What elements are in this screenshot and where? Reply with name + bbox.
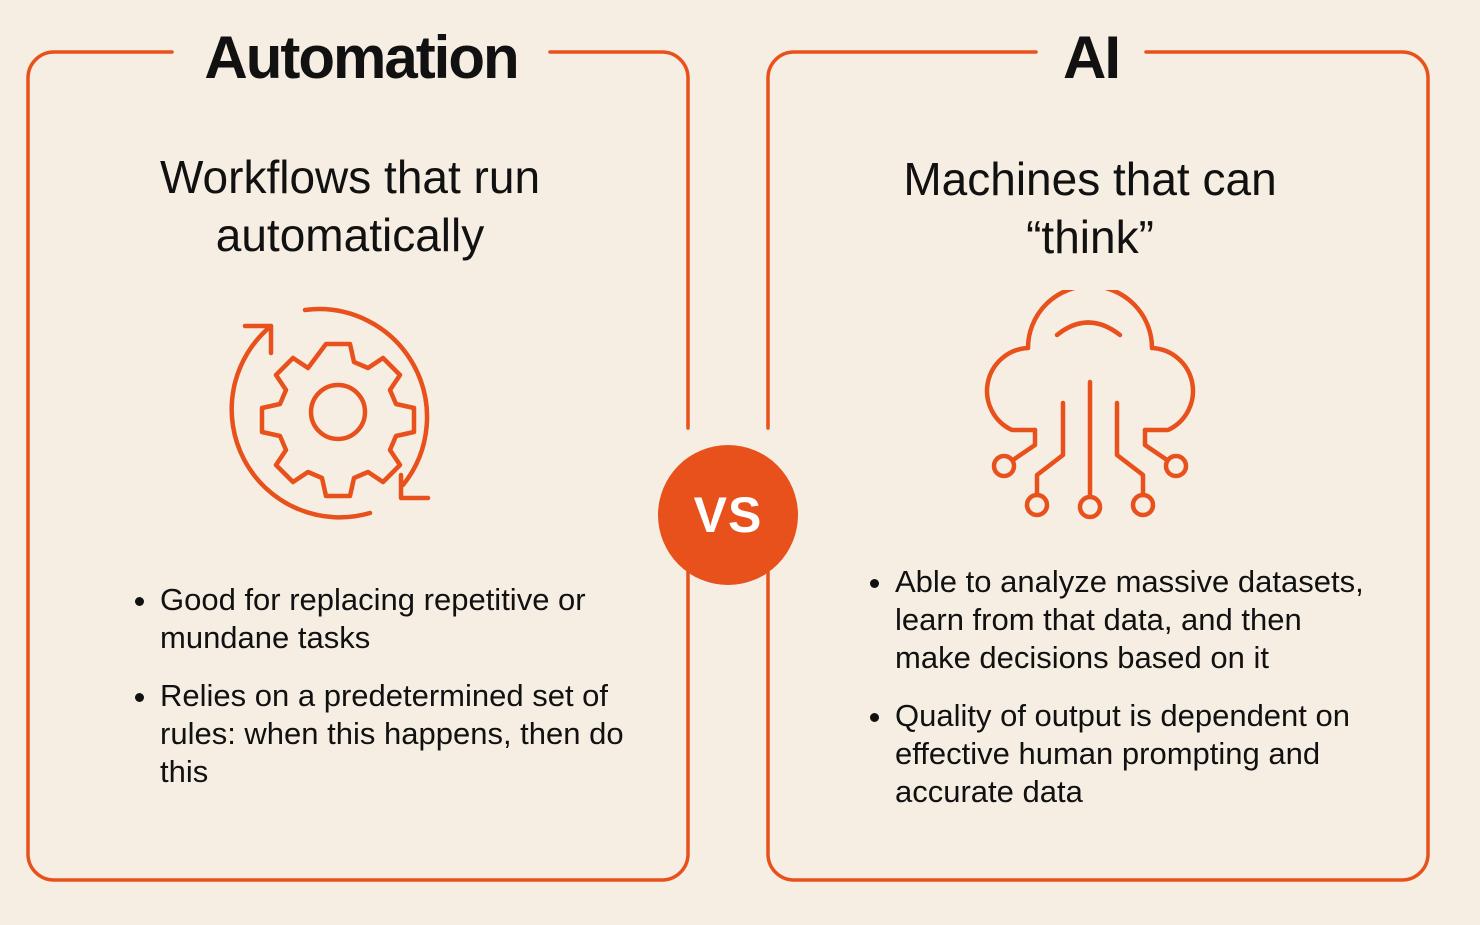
list-item: Relies on a predetermined set of rules: … (160, 677, 640, 791)
automation-subtitle-line2: automatically (215, 209, 485, 261)
gear-cycle-icon (229, 306, 431, 520)
ai-subtitle-line1: Machines that can (903, 153, 1277, 205)
ai-title: AI (1063, 24, 1121, 91)
ai-subtitle: Machines that can “think” (800, 150, 1380, 266)
automation-subtitle: Workflows that run automatically (60, 148, 640, 264)
automation-title: Automation (204, 24, 519, 91)
vs-badge: VS (658, 445, 798, 585)
list-item: Able to analyze massive datasets, learn … (895, 563, 1375, 677)
ai-subtitle-line2: “think” (1026, 211, 1154, 263)
cloud-circuit-icon (984, 290, 1196, 520)
list-item: Quality of output is dependent on effect… (895, 697, 1375, 811)
list-item: Good for replacing repetitive or mundane… (160, 581, 640, 657)
automation-subtitle-line1: Workflows that run (159, 151, 541, 203)
ai-bullets: Able to analyze massive datasets, learn … (861, 563, 1375, 831)
ai-frame (766, 50, 1430, 882)
automation-bullets: Good for replacing repetitive or mundane… (126, 581, 640, 811)
automation-frame (26, 50, 690, 882)
